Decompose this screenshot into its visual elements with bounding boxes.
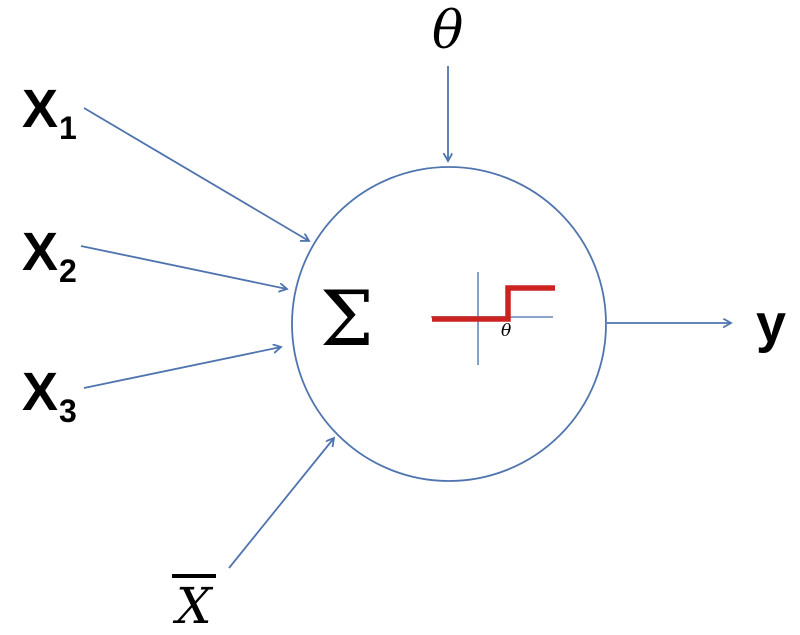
connector-x1	[83, 107, 309, 241]
output-label-y: y	[756, 294, 787, 354]
input-x2-sub: 2	[59, 253, 77, 289]
connector-bias	[228, 438, 334, 569]
threshold-label-theta: θ	[432, 1, 464, 61]
sum-symbol: Σ	[320, 274, 374, 363]
input-label-x1: X1	[22, 79, 77, 144]
connector-x3	[83, 347, 281, 389]
bias-label-xbar: X	[172, 574, 216, 631]
input-x3-sub: 3	[59, 393, 77, 429]
input-label-x2: X2	[22, 222, 77, 287]
connector-x2	[80, 245, 287, 289]
bias-xbar-base: X	[172, 574, 216, 631]
input-x3-base: X	[22, 362, 59, 422]
input-x1-base: X	[22, 79, 59, 139]
input-x2-base: X	[22, 222, 59, 282]
input-x1-sub: 1	[59, 110, 77, 146]
activation-threshold-label: θ	[501, 321, 512, 341]
input-label-x3: X3	[22, 362, 77, 427]
neuron-circle	[291, 166, 607, 482]
step-function-curve	[432, 285, 555, 322]
